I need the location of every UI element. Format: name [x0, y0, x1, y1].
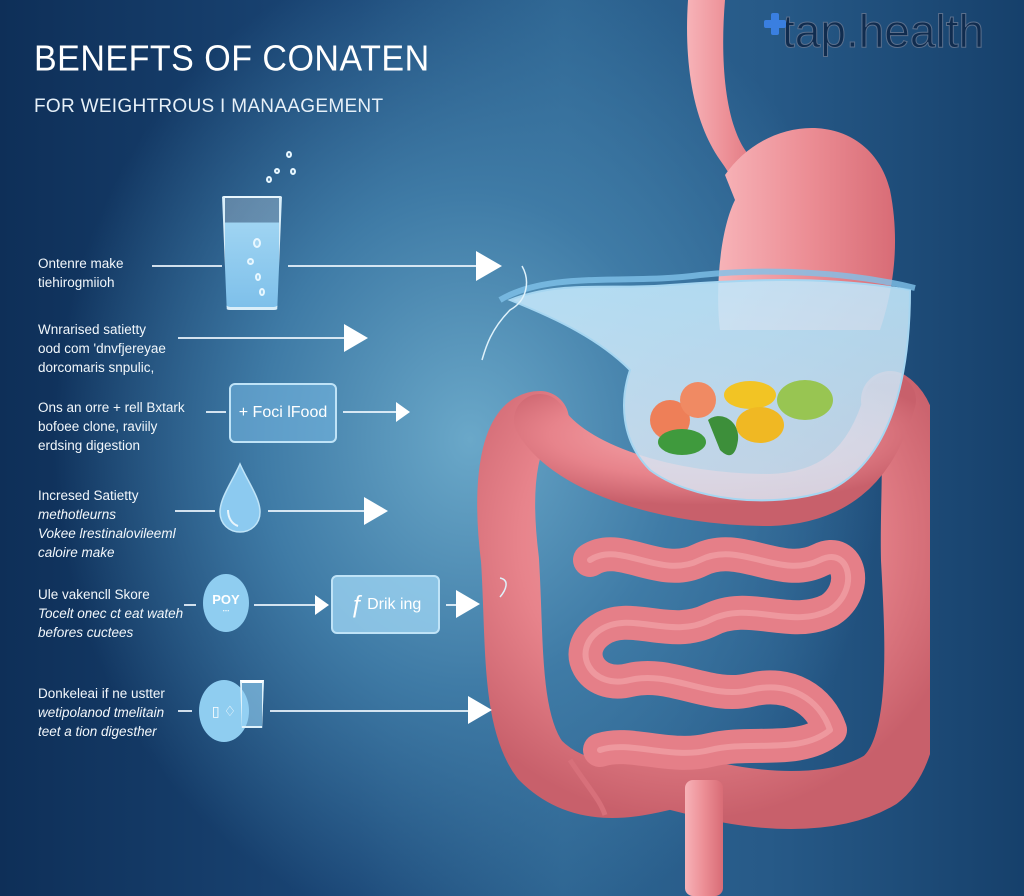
arrow-icon — [456, 590, 480, 618]
drop-outline-icon: ♢ — [223, 702, 237, 719]
digestive-system-illustration — [477, 0, 930, 896]
arrow-icon — [364, 497, 388, 525]
food-box-label: + Foci lFood — [238, 404, 328, 421]
page-title: BENEFTS OF CONATEN — [34, 39, 430, 79]
benefit-text: Ons an orre + rell Bxtark — [38, 400, 185, 415]
dots-icon: ⋯ — [222, 607, 230, 615]
benefit-item-3: Ons an orre + rell Bxtark bofoee clone, … — [38, 398, 185, 455]
connector-line — [254, 604, 316, 606]
brand-logo: tap.health — [764, 4, 985, 58]
poy-badge-label: POY — [212, 591, 240, 607]
bubble-icon — [274, 168, 280, 174]
connector-line — [268, 510, 368, 512]
food-box: + Foci lFood — [229, 383, 337, 443]
benefit-text: Ule vakencll Skore — [38, 587, 150, 602]
brand-text: tap.health — [781, 5, 985, 58]
connector-line — [446, 604, 460, 606]
benefit-text: erdsing digestion — [38, 438, 141, 453]
benefit-text: wetipolanod tmelitain — [38, 705, 165, 720]
bubble-icon — [266, 176, 272, 183]
benefit-item-1: Ontenre make tiehirogmiioh — [38, 254, 124, 292]
benefit-text: ood com 'dnvfjereyae — [38, 341, 166, 356]
connector-line — [178, 337, 346, 339]
arrow-icon — [344, 324, 368, 352]
arrow-icon — [315, 595, 329, 615]
benefit-text: Tocelt onec ct eat wateh — [38, 606, 184, 621]
arrow-icon — [468, 696, 492, 724]
benefit-text: teet a tion digesther — [38, 724, 157, 739]
benefit-text: Donkeleai if ne ustter — [38, 686, 165, 701]
connector-line — [184, 604, 196, 606]
benefit-text: methotleurns — [38, 507, 117, 522]
poy-badge: POY ⋯ — [203, 574, 249, 632]
benefit-text: dorcomaris snpulic, — [38, 360, 155, 375]
benefit-text: caloire make — [38, 545, 115, 560]
straw-icon: ƒ — [349, 590, 364, 618]
bottle-icon: ▯ — [211, 702, 220, 719]
benefit-item-2: Wnrarised satietty ood com 'dnvfjereyae … — [38, 320, 166, 377]
water-glass-icon — [222, 196, 282, 310]
drinking-box-label: Drik ing — [367, 595, 422, 613]
benefit-text: tiehirogmiioh — [38, 275, 115, 290]
benefit-text: befores cuctees — [38, 625, 134, 640]
bubble-icon — [286, 151, 292, 158]
connector-line — [343, 411, 399, 413]
connector-line — [288, 265, 478, 267]
connector-line — [270, 710, 470, 712]
connector-line — [206, 411, 226, 413]
benefit-text: Vokee lrestinalovileeml — [38, 526, 176, 541]
bubble-icon — [290, 168, 296, 175]
water-drop-icon — [219, 462, 261, 533]
benefit-item-5: Ule vakencll Skore Tocelt onec ct eat wa… — [38, 585, 183, 642]
benefit-text: Incresed Satietty — [38, 488, 139, 503]
arrow-icon — [396, 402, 410, 422]
drinking-box: ƒ Drik ing — [331, 575, 440, 634]
page-subtitle: FOR WEIGHTROUS I MANAAGEMENT — [34, 96, 384, 117]
benefit-item-4: Incresed Satietty methotleurns Vokee lre… — [38, 486, 176, 562]
cup-icon — [240, 680, 264, 728]
benefit-item-6: Donkeleai if ne ustter wetipolanod tmeli… — [38, 684, 165, 741]
plus-icon — [764, 13, 786, 35]
connector-line — [178, 710, 192, 712]
benefit-text: Ontenre make — [38, 256, 124, 271]
connector-line — [152, 265, 222, 267]
connector-line — [175, 510, 215, 512]
benefit-text: Wnrarised satietty — [38, 322, 147, 337]
arrow-icon — [476, 251, 502, 281]
benefit-text: bofoee clone, raviily — [38, 419, 158, 434]
